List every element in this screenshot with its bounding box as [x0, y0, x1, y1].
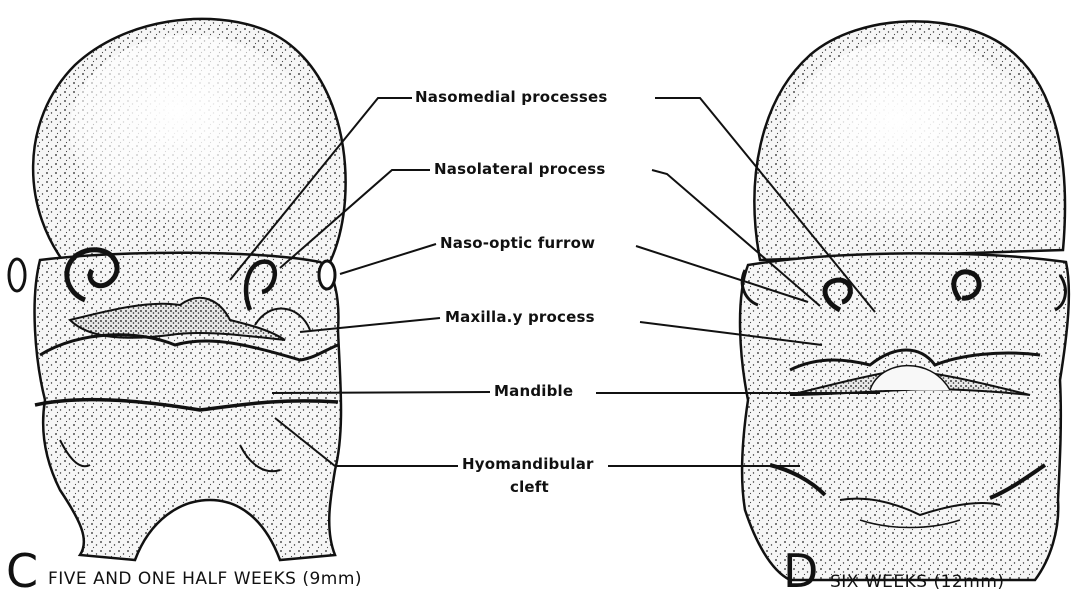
label-cleft: cleft: [510, 478, 549, 496]
label-mandible: Mandible: [494, 382, 573, 400]
label-hyomandibular: Hyomandibular: [462, 455, 594, 473]
leader-naso-optic-left: [340, 244, 436, 274]
embryo-c: [9, 19, 346, 560]
caption-c-text: FIVE AND ONE HALF WEEKS (9mm): [48, 569, 362, 589]
embryo-d-face: [740, 253, 1069, 580]
caption-d-text: SIX WEEKS (12mm): [830, 572, 1005, 592]
caption-d-letter: D: [783, 548, 818, 594]
embryo-d: [740, 21, 1069, 580]
label-nasolateral-process: Nasolateral process: [434, 160, 606, 178]
caption-c-letter: C: [6, 548, 38, 594]
label-maxillary-process: Maxilla.y process: [445, 308, 595, 326]
leader-mandible-left: [272, 392, 490, 393]
label-nasomedial-processes: Nasomedial processes: [415, 88, 608, 106]
label-naso-optic-furrow: Naso-optic furrow: [440, 234, 595, 252]
